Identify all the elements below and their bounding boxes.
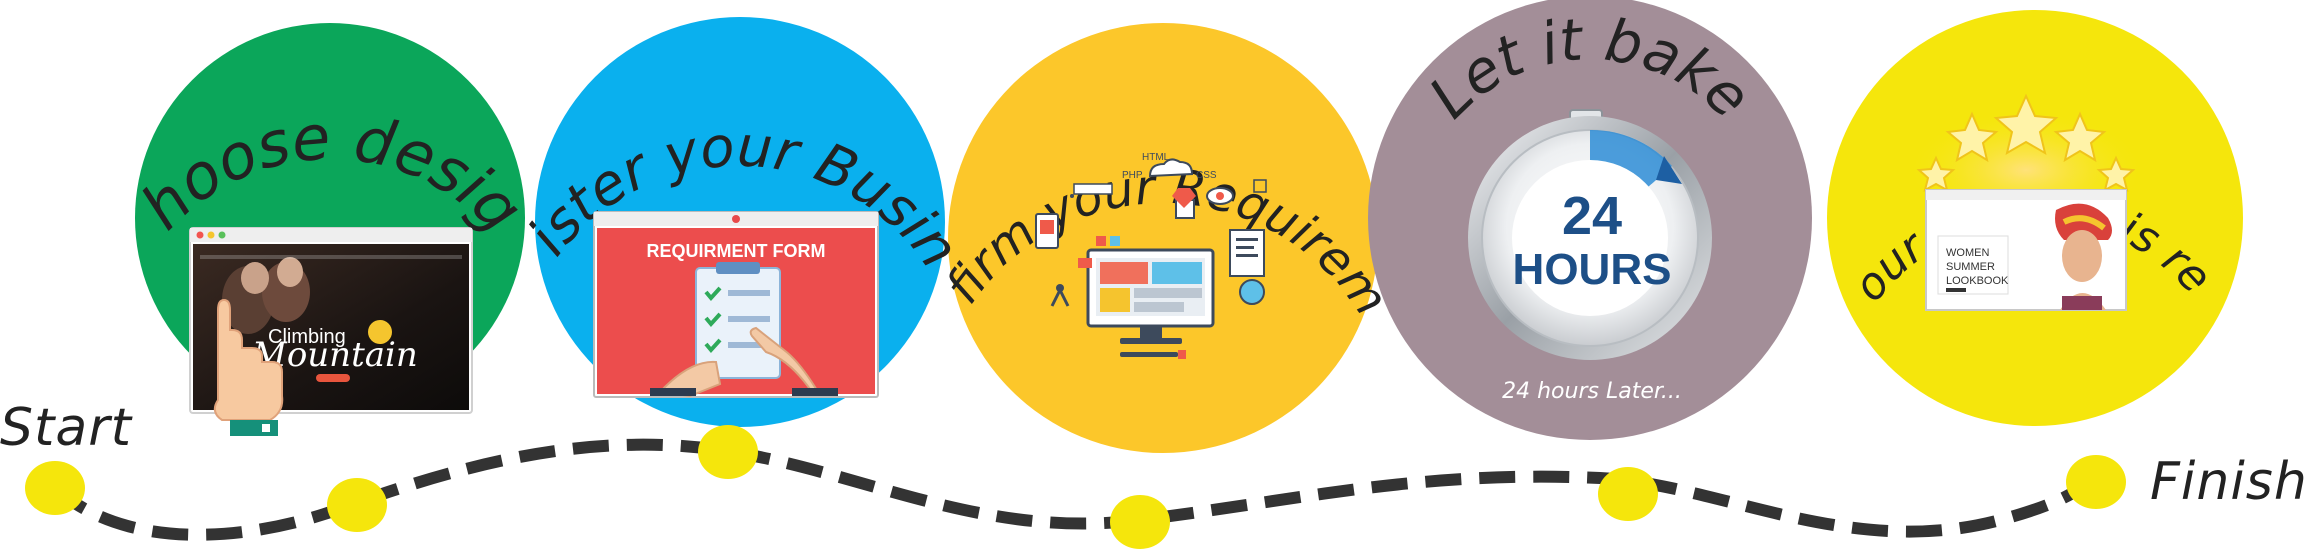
web-development-icon: HTML PHP CSS — [1035, 152, 1267, 359]
milestone-dot-4 — [1598, 467, 1658, 521]
browser-hand-icon: Climbing Mountain — [189, 227, 473, 436]
stars-group — [1916, 93, 2136, 192]
watch-caption: 24 hours Later... — [1502, 379, 1682, 404]
tag-php: PHP — [1122, 170, 1143, 181]
watch-unit: HOURS — [1513, 245, 1672, 294]
tag-css: CSS — [1196, 170, 1217, 181]
milestone-dot-finish — [2066, 455, 2126, 509]
star-website-icon: WOMEN SUMMER LOOKBOOK — [1906, 93, 2146, 311]
finish-label: Finish — [2150, 452, 2306, 512]
stopwatch-icon: 24 HOURS 24 hours Later... — [1468, 109, 1712, 404]
start-label: Start — [0, 398, 133, 458]
milestone-dot-2 — [698, 425, 758, 479]
lookbook-line-3: LOOKBOOK — [1946, 275, 2009, 287]
watch-number: 24 — [1562, 186, 1622, 246]
mock-headline-small: Climbing — [268, 326, 346, 348]
lookbook-line-2: SUMMER — [1946, 261, 1995, 273]
form-title: REQUIRMENT FORM — [647, 241, 826, 261]
dashed-route — [51, 438, 2095, 541]
lookbook-line-1: WOMEN — [1946, 247, 1989, 259]
milestone-dot-start — [25, 461, 85, 515]
milestone-dot-3 — [1110, 495, 1170, 549]
requirement-form-icon: REQUIRMENT FORM — [593, 211, 879, 398]
milestone-dot-1 — [327, 478, 387, 532]
step-circle-3 — [948, 23, 1378, 453]
tag-html: HTML — [1142, 152, 1170, 163]
